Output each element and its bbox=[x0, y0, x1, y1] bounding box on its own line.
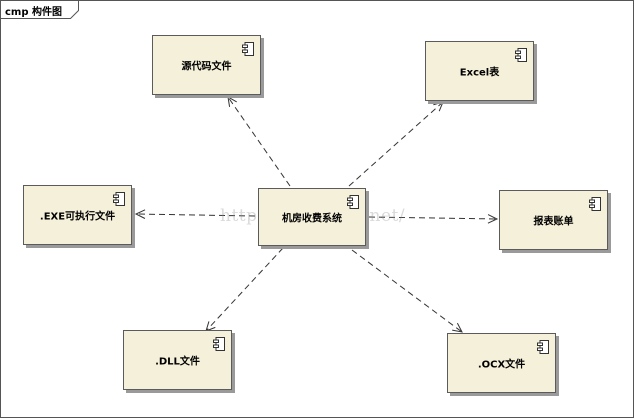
dependency-line-ocx bbox=[351, 249, 463, 333]
dependency-line-dll bbox=[205, 247, 284, 332]
component-label: .OCX文件 bbox=[477, 359, 526, 371]
component-report[interactable]: 报表账单 bbox=[499, 190, 608, 250]
dependency-arrowhead-report bbox=[487, 214, 499, 224]
component-label: 源代码文件 bbox=[181, 61, 232, 73]
dependency-line-report bbox=[368, 216, 498, 220]
uml-component-icon bbox=[589, 197, 601, 211]
uml-component-icon bbox=[242, 42, 254, 56]
uml-component-icon bbox=[537, 340, 549, 354]
component-exe[interactable]: .EXE可执行文件 bbox=[23, 185, 132, 245]
component-excel[interactable]: Excel表 bbox=[425, 41, 534, 101]
component-center[interactable]: 机房收费系统 bbox=[258, 188, 366, 246]
dependency-arrowhead-excel bbox=[433, 101, 444, 112]
component-label: 机房收费系统 bbox=[282, 213, 342, 225]
component-label: .EXE可执行文件 bbox=[39, 211, 116, 223]
component-label: Excel表 bbox=[459, 67, 500, 79]
diagram-tab-label: cmp 构件图 bbox=[5, 7, 62, 18]
component-label: 报表账单 bbox=[533, 216, 574, 228]
uml-component-icon bbox=[213, 337, 225, 351]
frame-tab bbox=[0, 0, 79, 19]
dependency-arrowhead-ocx bbox=[452, 322, 463, 333]
dependency-line-excel bbox=[348, 101, 444, 187]
dependency-arrowhead-source bbox=[227, 96, 237, 107]
dependency-line-source bbox=[227, 96, 291, 187]
component-source[interactable]: 源代码文件 bbox=[152, 35, 261, 95]
component-ocx[interactable]: .OCX文件 bbox=[447, 333, 556, 393]
dependency-arrowhead-exe bbox=[134, 209, 146, 219]
component-dll[interactable]: .DLL文件 bbox=[123, 330, 232, 390]
uml-component-icon bbox=[347, 195, 359, 209]
uml-component-icon bbox=[515, 48, 527, 62]
uml-component-icon bbox=[113, 192, 125, 206]
component-label: .DLL文件 bbox=[155, 356, 200, 368]
